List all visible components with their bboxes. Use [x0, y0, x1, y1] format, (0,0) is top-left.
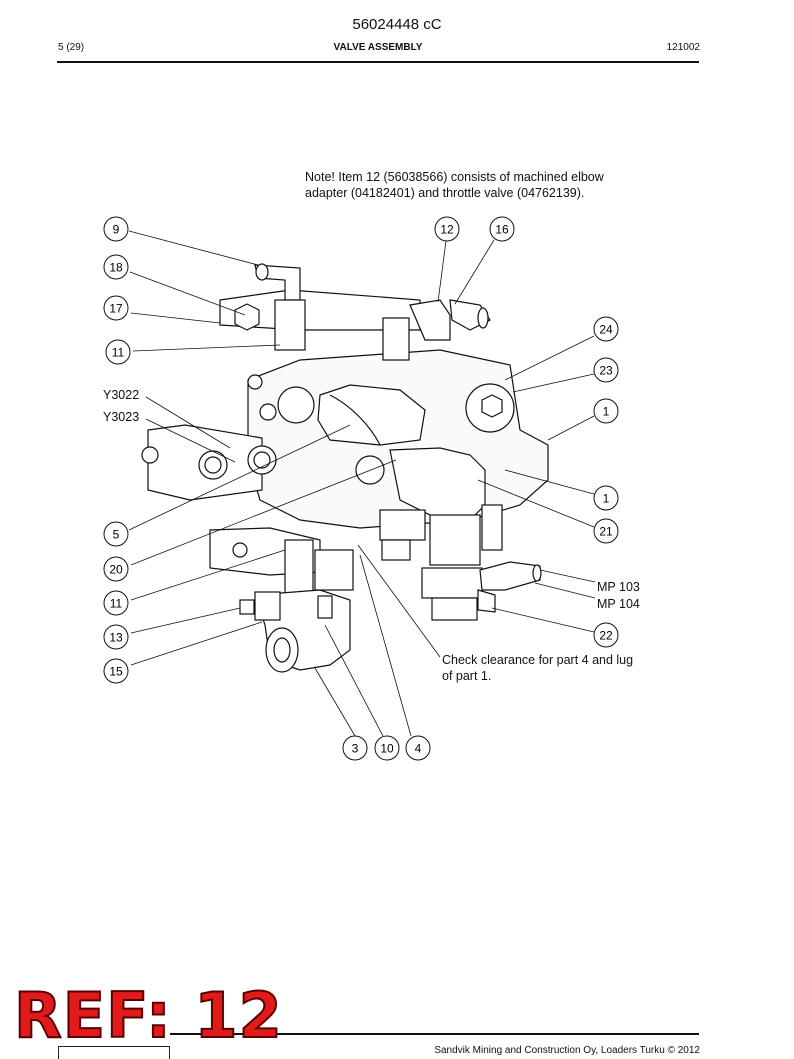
footer-divider	[170, 1033, 699, 1035]
svg-text:9: 9	[113, 223, 120, 237]
svg-text:23: 23	[599, 364, 613, 378]
label-mp104: MP 104	[597, 597, 640, 611]
svg-text:4: 4	[415, 742, 422, 756]
callout-24: 24	[593, 316, 619, 342]
callout-1-lower: 1	[593, 485, 619, 511]
callout-21: 21	[593, 518, 619, 544]
svg-text:1: 1	[603, 405, 610, 419]
footer-copyright: Sandvik Mining and Construction Oy, Load…	[434, 1045, 700, 1056]
label-mp103: MP 103	[597, 580, 640, 594]
ref-stamp: REF: 12	[13, 979, 283, 1052]
svg-text:13: 13	[109, 631, 123, 645]
svg-text:3: 3	[352, 742, 359, 756]
document-title: VALVE ASSEMBLY	[333, 42, 423, 53]
leader-lines	[128, 230, 596, 737]
header-divider	[57, 61, 699, 63]
callout-1-upper: 1	[593, 398, 619, 424]
valve-assembly-illustration	[141, 263, 549, 673]
svg-text:10: 10	[380, 742, 394, 756]
callout-3: 3	[342, 735, 368, 761]
callout-12: 12	[434, 216, 460, 242]
label-y3022: Y3022	[103, 388, 140, 402]
svg-text:1: 1	[603, 492, 610, 506]
item12-note: Note! Item 12 (56038566) consists of mac…	[305, 170, 604, 200]
callout-5: 5	[103, 521, 129, 547]
svg-text:18: 18	[109, 261, 123, 275]
callout-17: 17	[103, 295, 129, 321]
document-number: 56024448 cC	[352, 16, 442, 33]
callout-11-lower: 11	[103, 590, 129, 616]
callout-10: 10	[374, 735, 400, 761]
svg-text:15: 15	[109, 665, 123, 679]
callout-13: 13	[103, 624, 129, 650]
svg-text:22: 22	[599, 629, 613, 643]
clearance-note: Check clearance for part 4 and lug of pa…	[442, 653, 634, 683]
callout-11-upper: 11	[105, 339, 131, 365]
svg-text:11: 11	[112, 346, 125, 360]
page-number: 5 (29)	[58, 42, 85, 53]
callout-4: 4	[405, 735, 431, 761]
svg-text:20: 20	[109, 563, 123, 577]
callout-9: 9	[103, 216, 129, 242]
svg-text:24: 24	[599, 323, 613, 337]
svg-text:5: 5	[113, 528, 120, 542]
svg-text:21: 21	[599, 525, 613, 539]
label-y3023: Y3023	[103, 410, 140, 424]
svg-text:17: 17	[109, 302, 123, 316]
callout-20: 20	[103, 556, 129, 582]
svg-text:12: 12	[440, 223, 454, 237]
svg-text:16: 16	[495, 223, 509, 237]
callout-22: 22	[593, 622, 619, 648]
callout-18: 18	[103, 254, 129, 280]
callout-15: 15	[103, 658, 129, 684]
callout-16: 16	[489, 216, 515, 242]
callout-23: 23	[593, 357, 619, 383]
document-date: 121002	[666, 42, 700, 53]
callout-bubbles: 9 18 17 11 5 20 11 13 15 12 16 24 23 1 1…	[103, 216, 619, 761]
svg-text:11: 11	[110, 597, 123, 611]
